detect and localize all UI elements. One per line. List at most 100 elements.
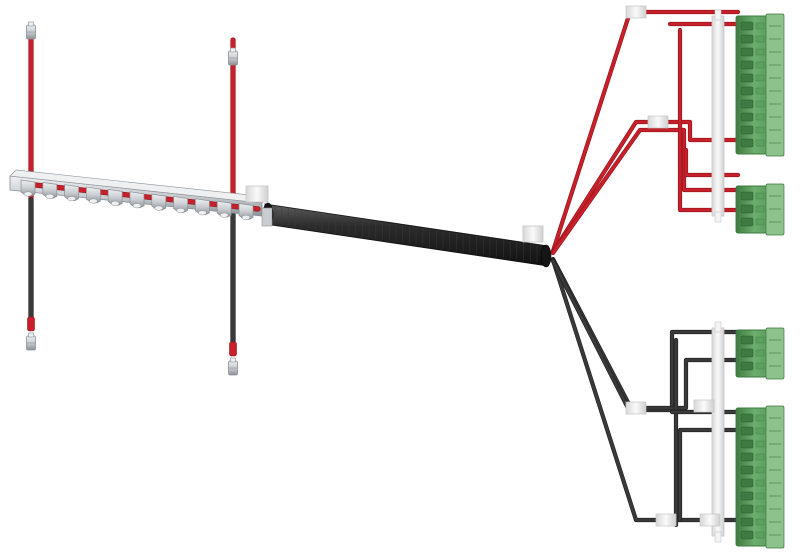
connector-carriers	[711, 9, 725, 543]
terminal-screw	[740, 60, 754, 70]
clip-body	[216, 200, 232, 218]
cable-sleeve	[245, 185, 552, 268]
terminal-opening	[755, 22, 765, 30]
terminal-opening	[755, 35, 765, 43]
wire-marker	[693, 399, 715, 413]
ferrule-bottom-1-tip	[28, 332, 34, 338]
black-fanout-wire-3-core	[551, 259, 740, 410]
ferrule-bottom-2	[228, 357, 238, 376]
clip-body	[86, 186, 101, 204]
wire-marker	[625, 401, 647, 415]
terminal-screw	[740, 47, 754, 57]
busbar-clip-icon	[86, 186, 101, 204]
fan-out-wires	[550, 9, 741, 528]
terminal-screw	[740, 465, 754, 475]
ferrule-leads	[26, 21, 238, 376]
terminal-screw	[740, 21, 754, 31]
terminal-blocks	[735, 13, 785, 549]
clip-body	[129, 191, 145, 209]
terminal-opening	[755, 479, 765, 487]
clip-foot	[154, 205, 164, 211]
terminal-block-icon-plug	[765, 183, 785, 236]
terminal-opening	[755, 48, 765, 56]
terminal-block-icon-plug	[765, 327, 785, 380]
carrier-strip-1	[711, 15, 725, 217]
ferrule-top-2-tip	[230, 47, 236, 53]
terminal-screw	[740, 138, 754, 148]
wire-markers	[625, 5, 721, 527]
terminal-screw	[740, 99, 754, 109]
terminal-screw	[740, 426, 754, 436]
terminal-screw	[740, 361, 754, 371]
clip-foot	[219, 212, 229, 218]
clip-foot	[110, 200, 120, 206]
carrier-cap-top-1	[714, 9, 722, 21]
terminal-opening	[755, 139, 765, 147]
lead-sleeve-2	[229, 341, 237, 357]
clip-body	[195, 198, 210, 216]
black-branch-wire-3-core	[678, 428, 740, 522]
terminal-screw	[740, 439, 754, 449]
ferrule-top-1-tip	[28, 21, 34, 27]
busbar-clip-icon	[64, 184, 79, 202]
terminal-opening	[755, 427, 765, 435]
busbar-clip-icon	[173, 196, 188, 213]
terminal-screw	[740, 530, 754, 540]
clip-body	[42, 181, 58, 199]
terminal-opening	[755, 349, 765, 357]
terminal-screw	[740, 478, 754, 488]
busbar-clip-icon	[107, 188, 123, 206]
clip-foot	[132, 203, 142, 209]
terminal-opening	[755, 100, 765, 108]
red-fanout-wire-2	[550, 119, 741, 255]
sleeve-label-left	[245, 185, 269, 203]
black-fanout-wire-1	[550, 256, 741, 413]
busbar-clips	[20, 179, 254, 220]
busbar-clip-icon	[129, 191, 145, 209]
terminal-opening	[755, 466, 765, 474]
black-fanout-wire-3-shadow	[550, 258, 741, 411]
black-fanout-wire-1-shadow	[550, 256, 741, 413]
busbar-assembly	[9, 21, 269, 376]
terminal-screw	[740, 191, 754, 201]
busbar-clip-icon	[20, 179, 36, 197]
clip-foot	[241, 215, 251, 220]
terminal-screw	[740, 413, 754, 423]
red-fanout-wire-3-core	[551, 128, 740, 255]
terminal-screw	[740, 491, 754, 501]
terminal-screw	[740, 517, 754, 527]
terminal-screw	[740, 348, 754, 358]
terminal-opening	[755, 192, 765, 200]
terminal-opening	[755, 453, 765, 461]
sleeve-clamp-left	[261, 207, 273, 227]
terminal-block-icon	[735, 13, 785, 157]
terminal-screw	[740, 452, 754, 462]
busbar-clip-icon	[238, 203, 254, 220]
terminal-opening	[755, 61, 765, 69]
terminal-opening	[755, 362, 765, 370]
ferrule-bottom-2-tip	[230, 357, 236, 363]
ferrule-bottom-1	[26, 332, 36, 351]
terminal-screw	[740, 204, 754, 214]
terminal-block-icon	[735, 405, 785, 549]
terminal-block-icon-plug	[765, 405, 785, 549]
ferrule-top-1	[26, 21, 36, 40]
busbar-clip-icon	[42, 181, 58, 199]
terminal-opening	[755, 414, 765, 422]
terminal-screw	[740, 217, 754, 227]
clip-body	[238, 203, 254, 220]
terminal-opening	[755, 74, 765, 82]
terminal-screw	[740, 504, 754, 514]
clip-body	[20, 179, 36, 197]
terminal-opening	[755, 218, 765, 226]
black-branch-wire-3-shadow	[677, 427, 741, 523]
clip-body	[151, 193, 167, 211]
sleeve-end-right	[540, 244, 552, 268]
terminal-opening	[755, 440, 765, 448]
clip-body	[107, 188, 123, 206]
clip-foot	[89, 198, 98, 204]
clip-foot	[45, 193, 55, 199]
terminal-opening	[755, 531, 765, 539]
wire-marker	[625, 5, 647, 19]
